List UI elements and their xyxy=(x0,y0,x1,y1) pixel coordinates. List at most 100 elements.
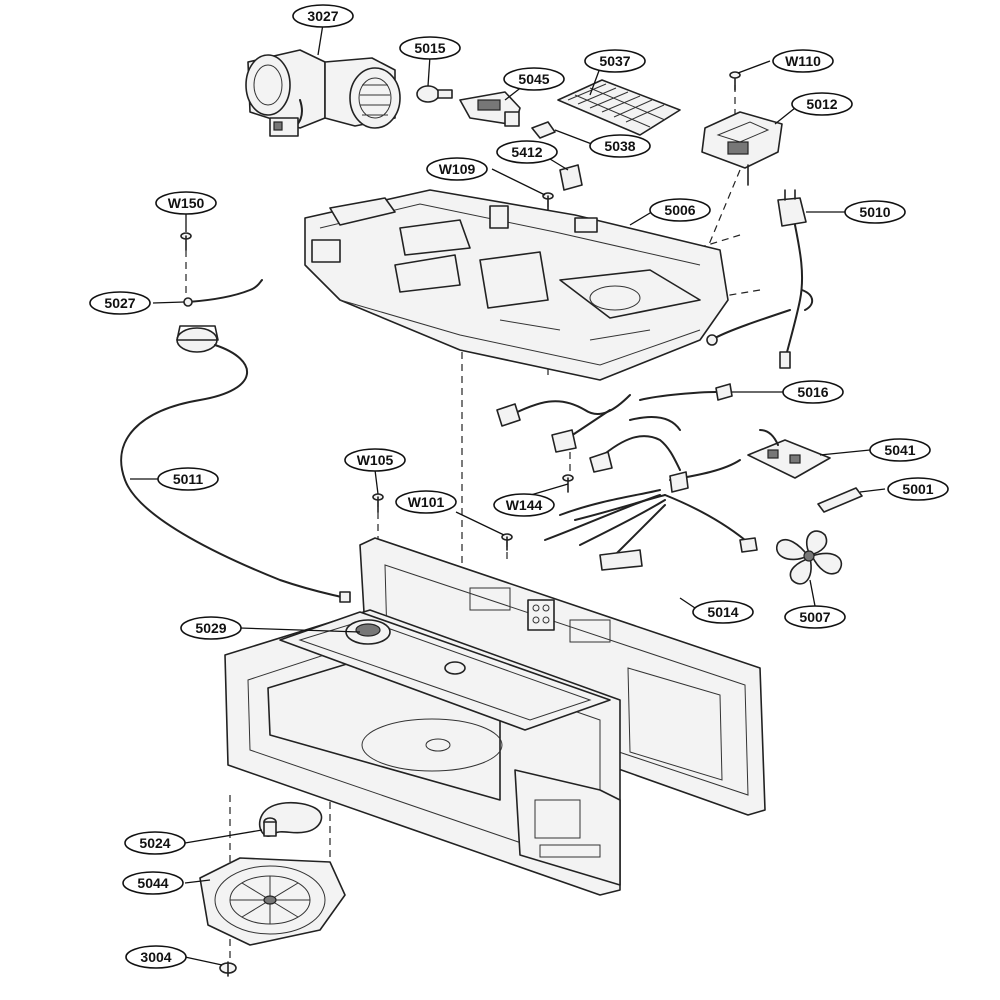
callout-5001: 5001 xyxy=(887,477,949,501)
power-cord-5010 xyxy=(706,189,814,369)
callout-label: 5006 xyxy=(664,202,695,218)
pcb-5041 xyxy=(747,429,831,479)
callout-5011: 5011 xyxy=(157,467,219,491)
callout-bubble xyxy=(584,49,646,73)
screw-W144 xyxy=(562,474,574,493)
callout-label: 5010 xyxy=(859,204,890,220)
callout-5015: 5015 xyxy=(399,36,461,60)
callout-label: W109 xyxy=(439,161,476,177)
callout-label: 5029 xyxy=(195,620,226,636)
callout-5024: 5024 xyxy=(124,831,186,855)
callout-5037: 5037 xyxy=(584,49,646,73)
callout-label: 5012 xyxy=(806,96,837,112)
callout-w101: W101 xyxy=(395,490,457,514)
fan-blade-5007 xyxy=(775,530,843,585)
connector-5412 xyxy=(559,164,583,191)
screw-W109 xyxy=(542,192,554,211)
callout-bubble xyxy=(649,198,711,222)
callout-bubble xyxy=(180,616,242,640)
callout-5012: 5012 xyxy=(791,92,853,116)
callout-5014: 5014 xyxy=(692,600,754,624)
callout-label: 5412 xyxy=(511,144,542,160)
callout-5412: 5412 xyxy=(496,140,558,164)
lamp-5015 xyxy=(416,85,453,103)
callout-label: 5044 xyxy=(137,875,168,891)
screw-W150 xyxy=(180,232,192,251)
callout-bubble xyxy=(155,191,217,215)
callout-bubble xyxy=(844,200,906,224)
callout-label: 3004 xyxy=(140,949,171,965)
callout-bubble xyxy=(784,605,846,629)
callout-label: 5027 xyxy=(104,295,135,311)
callout-bubble xyxy=(496,140,558,164)
callout-label: 5037 xyxy=(599,53,630,69)
callout-w105: W105 xyxy=(344,448,406,472)
turntable-support-5044 xyxy=(199,857,346,946)
base-plate-5006 xyxy=(304,189,729,381)
callout-label: 5024 xyxy=(139,835,170,851)
callout-bubble xyxy=(125,945,187,969)
callout-bubble xyxy=(426,157,488,181)
callout-label: W144 xyxy=(506,497,543,513)
fuse-5001 xyxy=(817,487,863,513)
callout-5041: 5041 xyxy=(869,438,931,462)
callout-label: 5015 xyxy=(414,40,445,56)
callout-w110: W110 xyxy=(772,49,834,73)
callout-label: 5001 xyxy=(902,481,933,497)
callout-label: 5011 xyxy=(173,471,204,487)
callout-bubble xyxy=(791,92,853,116)
callout-label: W110 xyxy=(785,53,821,69)
wire-harness-5014 xyxy=(496,391,758,571)
thermostat-5016 xyxy=(715,383,733,401)
callout-5027: 5027 xyxy=(89,291,151,315)
callout-bubble xyxy=(772,49,834,73)
callout-bubble xyxy=(157,467,219,491)
part-number-callouts: 3027 5015 5037 5045 W110 5012 5038 5412W109W150… xyxy=(89,4,949,969)
callout-label: 5016 xyxy=(797,384,828,400)
callout-bubble xyxy=(124,831,186,855)
foot-3004 xyxy=(219,961,237,977)
callout-3027: 3027 xyxy=(292,4,354,28)
screw-W101 xyxy=(501,533,513,551)
callout-5038: 5038 xyxy=(589,134,651,158)
callout-label: W101 xyxy=(408,494,445,510)
callout-5006: 5006 xyxy=(649,198,711,222)
screw-W110 xyxy=(729,71,741,91)
blower-motor-3027 xyxy=(245,49,401,137)
callout-bubble xyxy=(344,448,406,472)
callout-bubble xyxy=(589,134,651,158)
callout-bubble xyxy=(493,493,555,517)
lamp-socket-5045 xyxy=(459,91,521,127)
callout-label: 3027 xyxy=(307,8,338,24)
callout-w144: W144 xyxy=(493,493,555,517)
callout-bubble xyxy=(887,477,949,501)
callout-bubble xyxy=(503,67,565,91)
stirrer-motor xyxy=(176,325,219,353)
callout-bubble xyxy=(869,438,931,462)
callout-5016: 5016 xyxy=(782,380,844,404)
callout-5045: 5045 xyxy=(503,67,565,91)
transformer-5012 xyxy=(701,111,783,186)
callout-label: W150 xyxy=(168,195,205,211)
callout-bubble xyxy=(292,4,354,28)
callout-5010: 5010 xyxy=(844,200,906,224)
coupler-5024 xyxy=(258,801,323,837)
callout-w150: W150 xyxy=(155,191,217,215)
screw-W105 xyxy=(372,493,384,513)
callout-3004: 3004 xyxy=(125,945,187,969)
callout-label: W105 xyxy=(357,452,394,468)
callout-w109: W109 xyxy=(426,157,488,181)
callout-bubble xyxy=(692,600,754,624)
callout-5044: 5044 xyxy=(122,871,184,895)
callout-label: 5007 xyxy=(799,609,830,625)
callout-label: 5014 xyxy=(707,604,738,620)
filter-5037 xyxy=(557,79,681,136)
callout-label: 5041 xyxy=(884,442,915,458)
callout-bubble xyxy=(399,36,461,60)
callout-bubble xyxy=(782,380,844,404)
part-5038 xyxy=(531,121,556,139)
callout-5029: 5029 xyxy=(180,616,242,640)
cable-5011 xyxy=(120,344,351,603)
callout-label: 5045 xyxy=(518,71,549,87)
